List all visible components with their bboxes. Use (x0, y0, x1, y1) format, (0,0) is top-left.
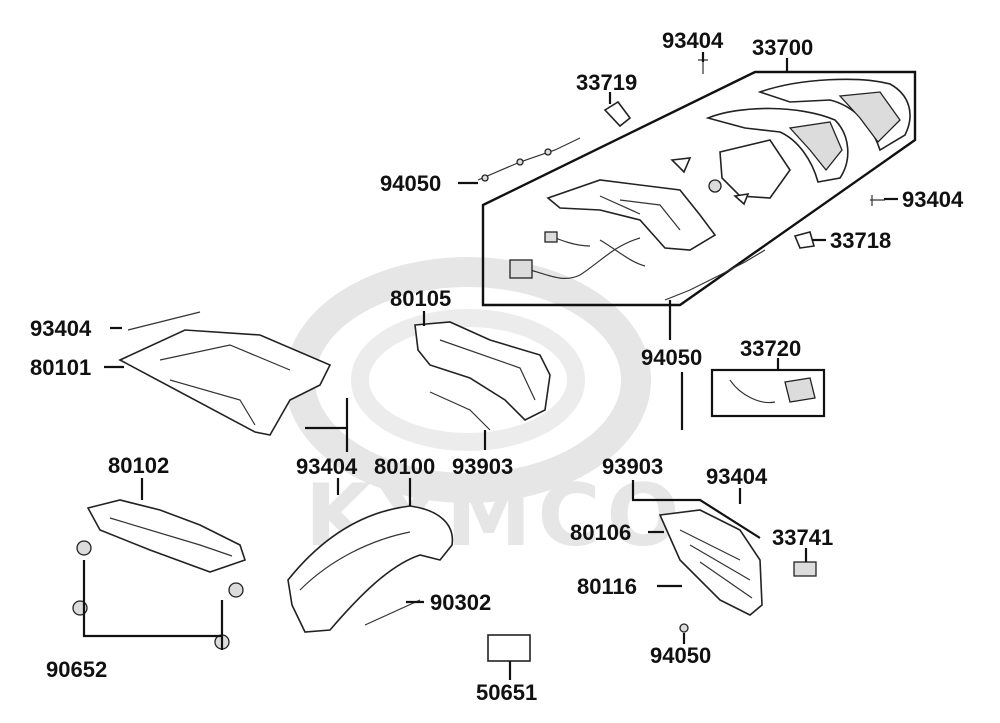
part-label: 33719 (576, 70, 637, 95)
taillight-frame (546, 179, 717, 251)
part-label: 80105 (390, 286, 451, 311)
wire-clip-strip (477, 137, 581, 181)
screw-90302 (364, 599, 421, 626)
frame-detail (599, 195, 681, 231)
rear-fender-80100 (287, 505, 454, 633)
harness-connector-2 (544, 231, 558, 243)
bulb-33718 (793, 231, 816, 249)
license-light-wire (729, 379, 776, 404)
grommet (708, 179, 722, 193)
taillight-lens-inner (838, 91, 901, 143)
kymco-watermark: KYMCO (285, 257, 680, 566)
rack-detail (429, 339, 536, 431)
part-label: 93404 (902, 187, 964, 212)
part-label: 80116 (577, 574, 637, 599)
taillight-reflector (788, 121, 843, 172)
part-label: 93404 (30, 316, 92, 341)
bolt-icon (76, 540, 92, 556)
plate-50651 (487, 634, 531, 662)
part-label: 80102 (108, 453, 169, 478)
screw-icon (870, 195, 885, 206)
license-bracket-grid (679, 529, 753, 599)
taillight-bracket (719, 139, 791, 199)
license-light-box (710, 368, 826, 418)
part-label: 94050 (641, 345, 702, 370)
part-label: 33741 (772, 525, 833, 550)
rack-bracket-80105 (414, 321, 551, 421)
clip-dot (481, 174, 489, 182)
leader-bracket-90652 (82, 560, 224, 650)
part-label: 80106 (570, 520, 631, 545)
small-clip (670, 157, 692, 174)
leader-94050-b (668, 300, 684, 430)
bracket-plate-detail (109, 517, 233, 557)
rear-cover-detail (159, 344, 291, 426)
part-label: 94050 (650, 643, 711, 668)
wire-94050 (664, 249, 766, 301)
socket-33719 (603, 100, 632, 128)
license-light-unit (784, 377, 816, 403)
bolt-icon (228, 582, 244, 598)
part-label: 50651 (476, 680, 537, 705)
leader-93404-mid (305, 398, 349, 495)
watermark-ring-inner (351, 309, 585, 451)
rear-cover-80101 (118, 329, 332, 436)
part-label: 90652 (46, 657, 107, 682)
part-label: 90302 (430, 590, 491, 615)
leader-93903-b (631, 480, 761, 539)
part-label: 93404 (662, 28, 724, 53)
clip-dot (516, 158, 524, 166)
part-label: 33720 (740, 336, 801, 361)
bracket-plate-80102 (86, 499, 247, 573)
fender-detail (299, 531, 411, 591)
part-label: 93903 (452, 454, 513, 479)
license-bracket-80106 (658, 509, 763, 616)
assembly-outline (481, 70, 917, 307)
part-label: 33718 (830, 228, 891, 253)
bolt-group-90652 (72, 540, 244, 650)
harness-connector (509, 259, 533, 279)
part-label: 93903 (602, 454, 663, 479)
part-label: 93404 (296, 454, 358, 479)
part-label: 80100 (374, 454, 435, 479)
screw-icon (127, 311, 201, 331)
clip-dot (544, 148, 552, 156)
part-label: 93404 (706, 464, 768, 489)
taillight-assembly (481, 70, 917, 307)
part-label: 33700 (752, 35, 813, 60)
screw-icon (679, 623, 689, 633)
part-label: 94050 (380, 171, 441, 196)
small-clip-2 (733, 192, 750, 206)
part-label: 80101 (30, 355, 91, 380)
reflector-33741 (793, 561, 817, 577)
